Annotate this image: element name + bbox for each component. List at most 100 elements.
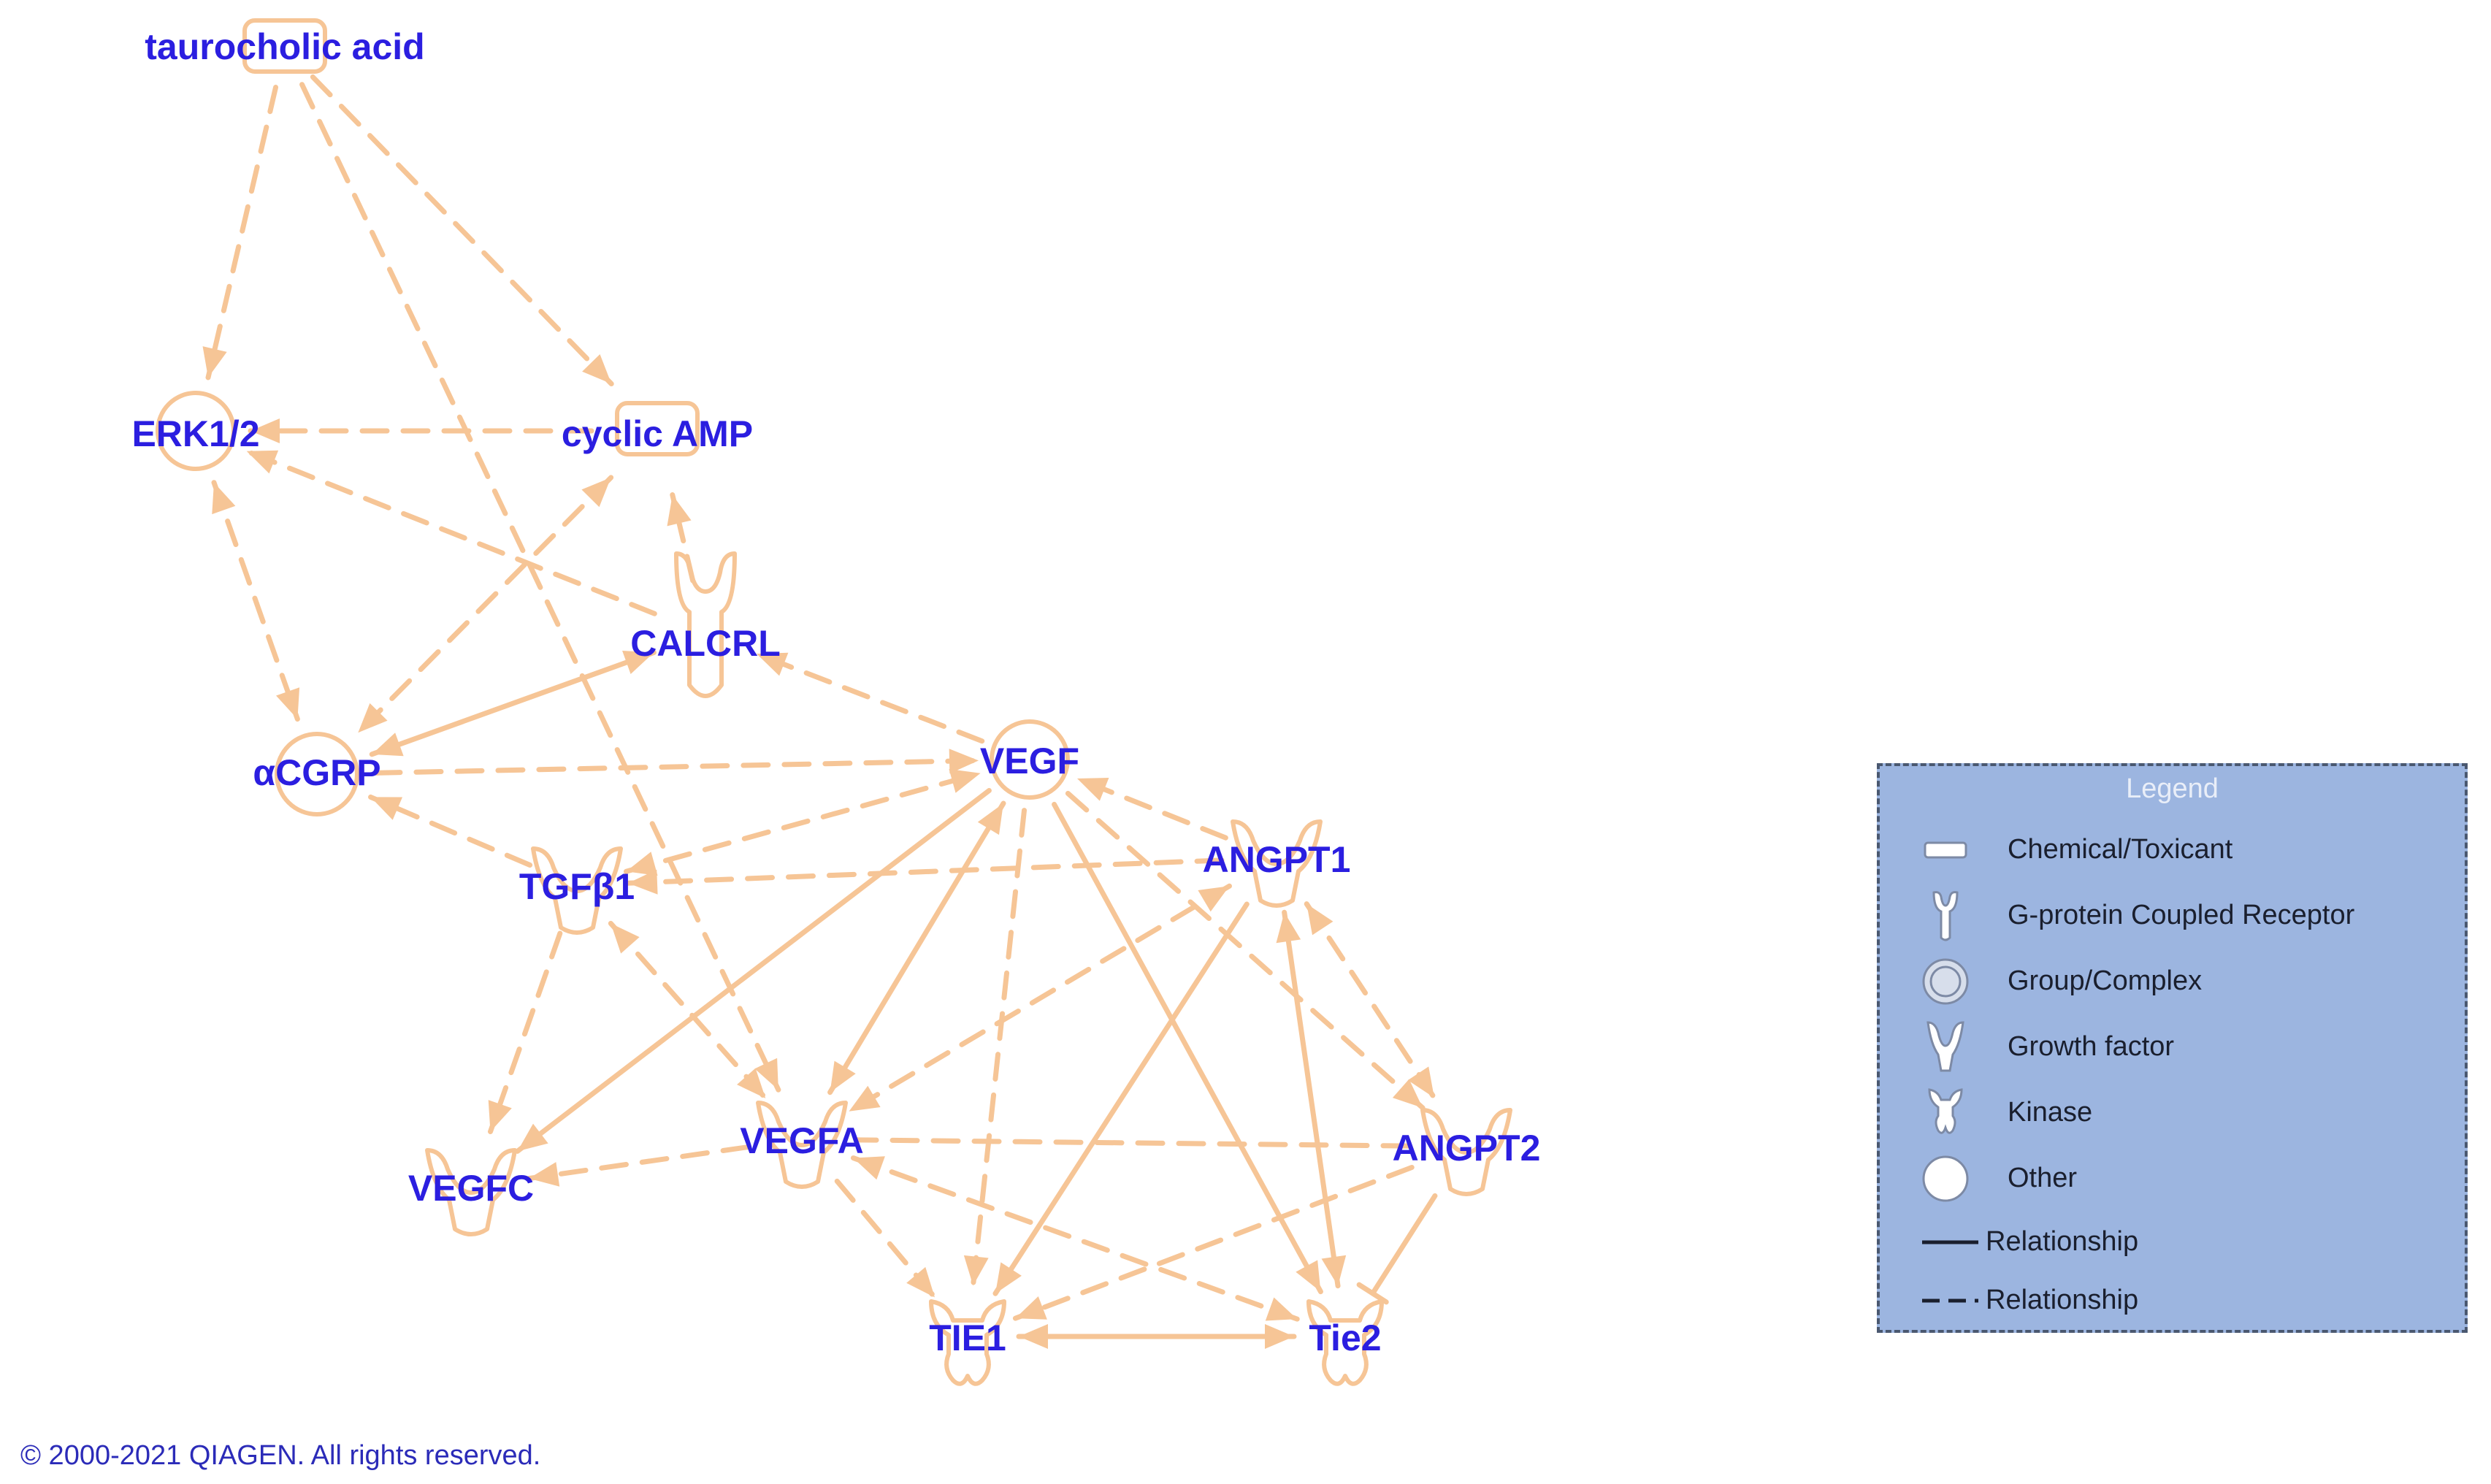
group-complex-icon bbox=[1922, 958, 1969, 1005]
node-shape-taurocholic bbox=[242, 18, 327, 74]
node-label-acgrp: αCGRP bbox=[253, 752, 380, 793]
legend-item-complex: Group/Complex bbox=[1880, 952, 2465, 1011]
edge-angpt1-tgfb1 bbox=[625, 857, 1225, 886]
node-label-calcrl: CALCRL bbox=[630, 623, 781, 664]
edge-vegf-angpt2 bbox=[1065, 790, 1426, 1111]
arrowhead-angpt1-angpt2 bbox=[1407, 1066, 1435, 1098]
arrowhead-angpt2-tie1 bbox=[1015, 1296, 1047, 1320]
arrowhead-taurocholic-camp bbox=[582, 353, 612, 384]
arrowhead-calcrl-acgrp bbox=[372, 733, 404, 757]
node-shape-tgfb1 bbox=[531, 846, 623, 935]
arrowhead-tie2-vegfa bbox=[853, 1156, 885, 1180]
solid-line-icon bbox=[1922, 1240, 1978, 1244]
edge-erk-acgrp bbox=[211, 480, 300, 722]
legend-label-gpcr: G-protein Coupled Receptor bbox=[2008, 900, 2355, 930]
node-shape-acgrp bbox=[275, 732, 359, 816]
legend-label-growth-factor: Growth factor bbox=[2008, 1031, 2175, 1062]
gpcr-icon bbox=[1932, 891, 1959, 941]
edge-vegfa-vegfc bbox=[526, 1144, 751, 1182]
arrowhead-angpt1-tgfb1 bbox=[627, 869, 658, 895]
arrowhead-vegfa-tie1 bbox=[906, 1266, 935, 1298]
copyright-notice: © 2000-2021 QIAGEN. All rights reserved. bbox=[20, 1440, 541, 1471]
node-label-erk: ERK1/2 bbox=[131, 413, 259, 454]
chemical-toxicant-icon bbox=[1924, 841, 1967, 859]
legend-item-dashed-relationship: Relationship bbox=[1880, 1271, 2465, 1330]
arrowhead-taurocholic-erk bbox=[202, 346, 227, 378]
legend-item-gpcr: G-protein Coupled Receptor bbox=[1880, 887, 2465, 945]
arrowhead-vegf-calcrl bbox=[756, 652, 789, 676]
arrowhead-vegfa-tgfb1 bbox=[611, 923, 640, 954]
edge-vegf-vegfc bbox=[515, 788, 992, 1154]
edge-vegf-vegfa bbox=[827, 800, 1006, 1095]
edge-tgfb1-vegfc bbox=[488, 930, 563, 1135]
legend-item-solid-relationship: Relationship bbox=[1880, 1213, 2465, 1271]
node-label-tgfb1: TGFβ1 bbox=[519, 866, 635, 907]
arrowhead-angpt1-tie1 bbox=[995, 1262, 1022, 1294]
legend-label-other: Other bbox=[2008, 1163, 2078, 1193]
arrowhead-vegf-vegfa bbox=[830, 1060, 856, 1093]
node-label-tie2: Tie2 bbox=[1309, 1317, 1381, 1358]
edge-tgfb1-vegf bbox=[623, 770, 984, 874]
arrowhead-tgfb1-vegfa bbox=[737, 1068, 766, 1098]
arrowhead-taurocholic-vegfa bbox=[754, 1057, 778, 1090]
arrowhead-vegfa-angpt1 bbox=[1198, 886, 1230, 912]
node-label-vegfc: VEGFC bbox=[408, 1168, 534, 1209]
edge-acgrp-calcrl bbox=[369, 649, 657, 757]
node-shape-calcrl bbox=[674, 551, 737, 698]
edge-tgfb1-vegfa bbox=[608, 920, 768, 1101]
arrowhead-acgrp-erk bbox=[212, 482, 236, 515]
edge-angpt2-tie1 bbox=[1012, 1164, 1415, 1321]
legend-label-chemical: Chemical/Toxicant bbox=[2008, 834, 2233, 865]
legend-item-chemical: Chemical/Toxicant bbox=[1880, 821, 2465, 879]
dashed-line-icon bbox=[1922, 1298, 1978, 1303]
node-label-angpt2: ANGPT2 bbox=[1393, 1128, 1541, 1169]
legend-item-other: Other bbox=[1880, 1150, 2465, 1208]
edge-angpt1-tie2 bbox=[1282, 909, 1341, 1289]
edge-vegfa-tie2 bbox=[851, 1155, 1300, 1322]
legend-label-dashed-relationship: Relationship bbox=[1986, 1285, 2139, 1315]
legend-item-growth-factor: Growth factor bbox=[1880, 1018, 2465, 1076]
arrowhead-tie2-tie1 bbox=[1019, 1324, 1048, 1349]
kinase-icon bbox=[1928, 1088, 1963, 1134]
arrowhead-tie2-angpt1 bbox=[1276, 912, 1301, 944]
edge-vegf-calcrl bbox=[754, 651, 985, 744]
legend-title: Legend bbox=[2126, 773, 2219, 804]
arrowhead-acgrp-camp bbox=[581, 477, 611, 508]
arrowhead-angpt1-tie2 bbox=[1321, 1255, 1347, 1286]
legend-item-kinase: Kinase bbox=[1880, 1084, 2465, 1142]
arrowhead-vegf-tgfb1 bbox=[626, 852, 658, 876]
arrowhead-angpt1-vegfa bbox=[849, 1085, 881, 1112]
edge-angpt2-tie2 bbox=[1370, 1193, 1438, 1296]
arrowhead-vegfa-tie2 bbox=[1265, 1297, 1298, 1321]
edge-angpt2-vegfa bbox=[854, 1137, 1411, 1149]
node-shape-erk bbox=[156, 391, 236, 471]
growth-factor-icon bbox=[1926, 1021, 1964, 1072]
legend-label-complex: Group/Complex bbox=[2008, 965, 2203, 996]
edge-angpt1-vegfa bbox=[846, 883, 1232, 1114]
arrowhead-tgfb1-vegfc bbox=[488, 1100, 512, 1132]
legend-label-solid-relationship: Relationship bbox=[1986, 1226, 2139, 1257]
arrowhead-vegf-angpt2 bbox=[1392, 1079, 1423, 1108]
arrowhead-acgrp-calcrl bbox=[622, 651, 654, 675]
other-icon bbox=[1922, 1155, 1969, 1202]
arrowhead-vegfa-vegfc bbox=[529, 1162, 560, 1187]
edge-calcrl-erk bbox=[244, 448, 657, 616]
edge-vegf-tie1 bbox=[970, 808, 1028, 1288]
legend-panel: Legend Chemical/Toxicant G-protein Coupl… bbox=[1877, 763, 2468, 1333]
node-shape-angpt1 bbox=[1231, 819, 1323, 908]
node-label-taurocholic: taurocholic acid bbox=[145, 26, 424, 67]
edge-taurocholic-erk bbox=[205, 85, 279, 380]
node-shapes-layer bbox=[156, 18, 1512, 1386]
edge-angpt1-angpt2 bbox=[1304, 901, 1437, 1101]
arrowhead-camp-acgrp bbox=[358, 703, 388, 733]
arrowhead-tie1-tie2 bbox=[1265, 1324, 1294, 1349]
edge-vegf-tie2 bbox=[1052, 801, 1323, 1295]
arrowhead-acgrp-vegf bbox=[949, 749, 979, 774]
edges-layer bbox=[202, 74, 1438, 1349]
inhibit-bar-angpt2-tie2 bbox=[1356, 1282, 1389, 1305]
node-label-angpt1: ANGPT1 bbox=[1203, 839, 1351, 880]
edge-camp-acgrp bbox=[355, 475, 614, 735]
edge-acgrp-vegf bbox=[372, 757, 982, 776]
edge-taurocholic-camp bbox=[310, 74, 614, 387]
